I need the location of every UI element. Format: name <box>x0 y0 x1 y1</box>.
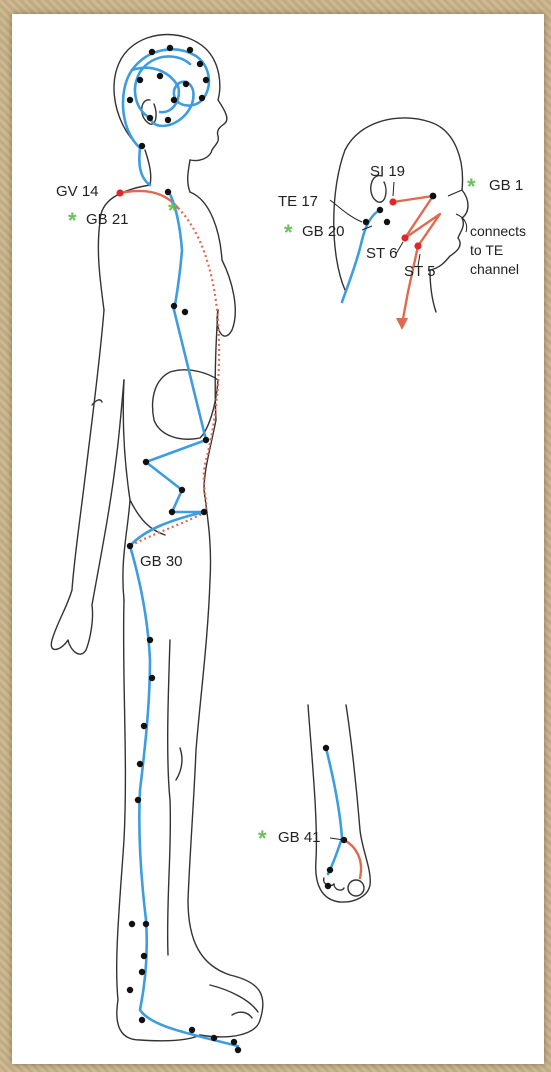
acupoint <box>143 459 149 465</box>
acupoint-st5 <box>414 242 421 249</box>
gallbladder-channel-lines <box>123 49 380 1046</box>
acupoint <box>203 437 209 443</box>
acupoint <box>127 987 133 993</box>
acupoint <box>165 189 171 195</box>
acupoint <box>135 797 141 803</box>
acupoint <box>199 95 205 101</box>
acupoint <box>127 543 133 549</box>
head-inset-outline <box>334 118 468 312</box>
gallbladder-channel-diagram: GV 14 * GB 21 * GB 30 TE 17 SI 19 * GB 1… <box>12 14 544 1064</box>
acupoint <box>139 969 145 975</box>
star-icon: * <box>284 220 293 245</box>
acupoint <box>203 77 209 83</box>
star-icon: * <box>68 208 77 233</box>
acupoint <box>127 97 133 103</box>
label-te17: TE 17 <box>278 193 318 210</box>
acupoint <box>325 883 331 889</box>
acupoint <box>231 1039 237 1045</box>
acupoint <box>377 207 383 213</box>
label-gb1: GB 1 <box>489 177 523 194</box>
label-gb20: GB 20 <box>302 223 345 240</box>
acupoint <box>141 953 147 959</box>
acupoint <box>183 81 189 87</box>
acupoint <box>169 509 175 515</box>
red-acupoints <box>116 189 421 249</box>
star-icon: * <box>467 174 476 199</box>
label-connects-2: to TE <box>470 242 503 258</box>
acupoint-si19 <box>389 198 396 205</box>
label-gb30: GB 30 <box>140 553 183 570</box>
star-icon: * <box>258 826 267 851</box>
acupoint <box>430 193 437 200</box>
acupoint <box>137 77 143 83</box>
acupoint <box>171 303 177 309</box>
acupoint <box>235 1047 241 1053</box>
acupoint <box>323 745 329 751</box>
label-connects-1: connects <box>470 223 526 239</box>
acupoint <box>141 723 147 729</box>
acupoint-st6 <box>401 234 408 241</box>
labels: GV 14 * GB 21 * GB 30 TE 17 SI 19 * GB 1… <box>56 163 526 851</box>
label-st6: ST 6 <box>366 245 397 262</box>
acupoint <box>137 761 143 767</box>
acupoint <box>167 45 173 51</box>
label-connects-3: channel <box>470 261 519 277</box>
acupoint <box>143 921 149 927</box>
acupoint <box>189 1027 195 1033</box>
acupoint-gv14 <box>116 189 123 196</box>
acupoint <box>165 117 171 123</box>
acupoint <box>147 115 153 121</box>
diagram-panel: GV 14 * GB 21 * GB 30 TE 17 SI 19 * GB 1… <box>12 14 544 1064</box>
label-gv14: GV 14 <box>56 183 99 200</box>
acupoint <box>129 921 135 927</box>
internal-pathway-dotted <box>130 208 219 546</box>
acupoint <box>139 143 145 149</box>
acupoint <box>363 219 369 225</box>
acupoint <box>171 97 177 103</box>
acupoint <box>327 867 333 873</box>
acupoint <box>197 61 203 67</box>
acupoint <box>157 73 163 79</box>
acupoint <box>147 637 153 643</box>
label-si19: SI 19 <box>370 163 405 180</box>
acupoint <box>149 675 155 681</box>
acupoint <box>149 49 155 55</box>
acupoint <box>384 219 390 225</box>
label-gb41: GB 41 <box>278 829 321 846</box>
acupoint <box>139 1017 145 1023</box>
acupoint <box>201 509 207 515</box>
acupoint <box>211 1035 217 1041</box>
acupoint <box>187 47 193 53</box>
star-icon: * <box>168 198 177 223</box>
arrow-down-icon <box>396 318 408 330</box>
label-gb21: GB 21 <box>86 211 129 228</box>
acupoint <box>182 309 188 315</box>
label-st5: ST 5 <box>404 263 435 280</box>
acupoint <box>179 487 185 493</box>
